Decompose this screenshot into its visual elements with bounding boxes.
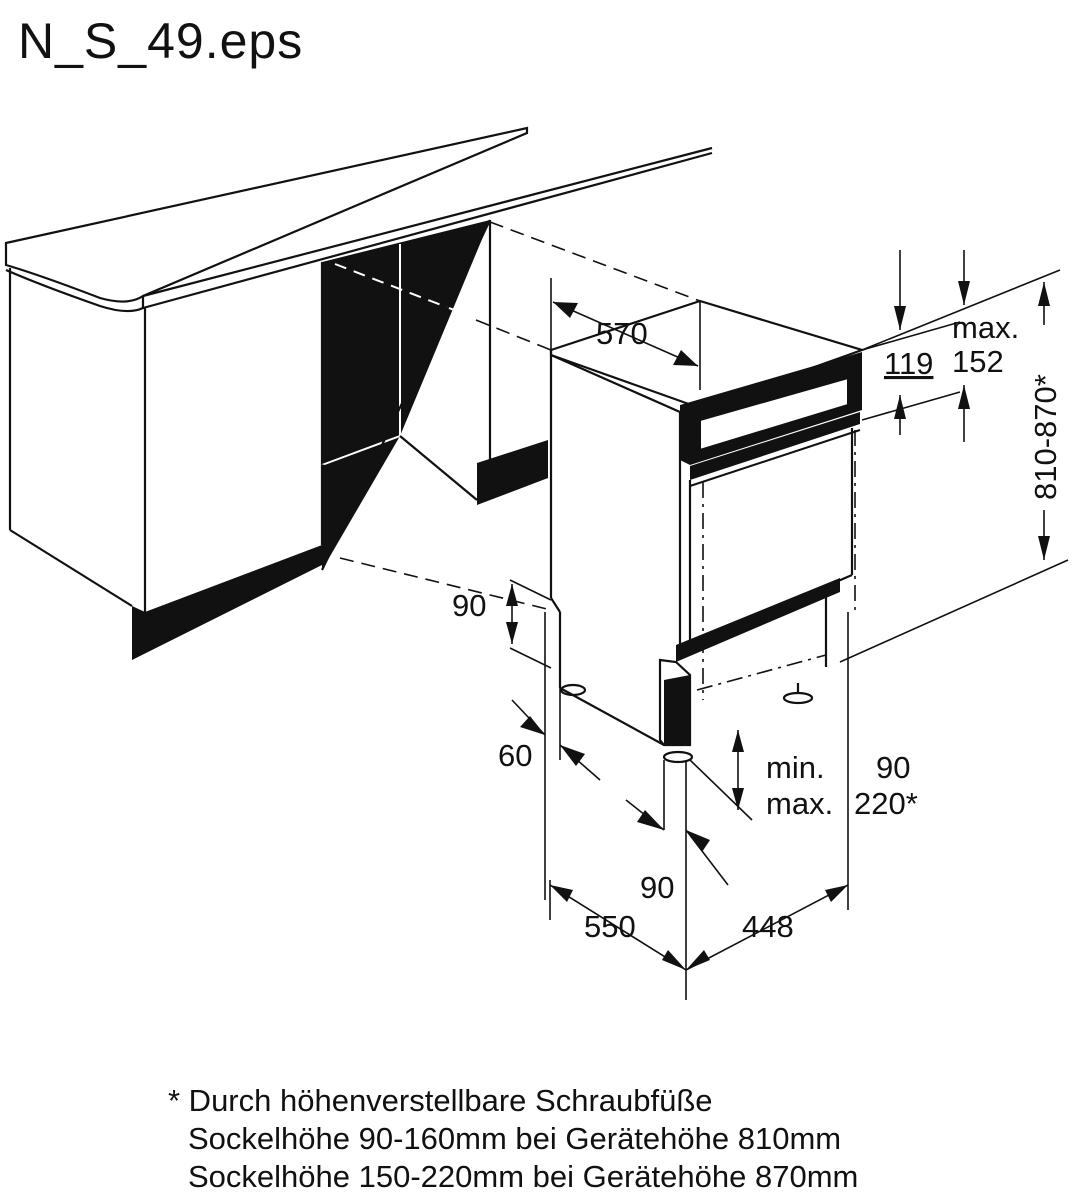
dim-448: 448	[742, 909, 794, 944]
dim-220: 220*	[854, 786, 918, 821]
file-title: N_S_49.eps	[18, 13, 304, 69]
dim-height-range: 810-870*	[1028, 374, 1063, 500]
dim-max-label-bottom: max.	[766, 786, 833, 821]
dimension-labels: 570 119 max. 152 810-870* 90 60 min. 90 …	[452, 310, 1063, 944]
dim-90-right: 90	[876, 750, 910, 785]
arrowheads	[506, 281, 1050, 970]
countertop	[4, 126, 713, 313]
dim-min-label: min.	[766, 750, 825, 785]
footnote: * Durch höhenverstellbare Schraubfüße So…	[168, 1082, 858, 1196]
niche-opening	[321, 220, 490, 570]
footnote-line-3: Sockelhöhe 150-220mm bei Gerätehöhe 870m…	[188, 1159, 859, 1194]
dim-550: 550	[584, 909, 636, 944]
dim-119: 119	[884, 346, 933, 381]
dishwasher	[549, 299, 866, 764]
footnote-line-2: Sockelhöhe 90-160mm bei Gerätehöhe 810mm	[188, 1121, 842, 1156]
dim-max-label-top: max.	[952, 310, 1019, 345]
dim-570: 570	[596, 316, 648, 351]
dimension-lines	[509, 250, 1069, 1000]
dim-60: 60	[498, 738, 532, 773]
left-cabinet	[8, 262, 324, 660]
footnote-line-1: * Durch höhenverstellbare Schraubfüße	[168, 1083, 713, 1118]
right-cabinet	[321, 219, 548, 571]
dim-152: 152	[952, 344, 1004, 379]
dim-90-bottom: 90	[640, 870, 674, 905]
dim-90-left: 90	[452, 588, 486, 623]
